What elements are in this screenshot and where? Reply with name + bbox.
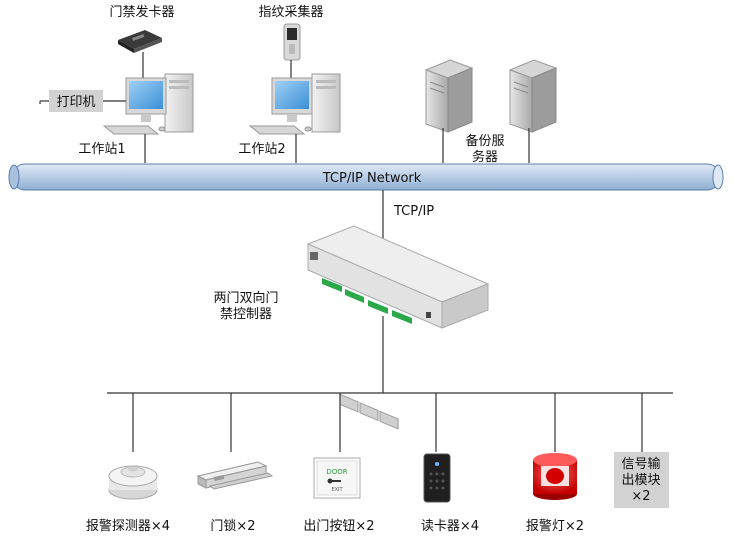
alarm-light-icon — [533, 453, 577, 500]
workstation-2-label: 工作站2 — [238, 142, 285, 157]
card-issuer-label: 门禁发卡器 — [109, 4, 174, 20]
printer-label: 打印机 — [56, 95, 95, 110]
fingerprint-reader-device — [283, 23, 301, 61]
magnetic-lock-icon — [196, 461, 274, 490]
network-bus-label: TCP/IP Network — [322, 171, 422, 186]
tcp-ip-link-label: TCP/IP — [393, 204, 434, 219]
backup-server-2 — [508, 59, 558, 133]
controller-label-line2: 禁控制器 — [220, 307, 272, 322]
signal-output-module — [614, 452, 669, 508]
exit-button-icon: DOOR EXIT — [313, 457, 361, 499]
controller-label-line1: 两门双向门 — [213, 290, 278, 306]
signal-module-line3: ×2 — [631, 489, 650, 504]
card-reader-icon — [423, 453, 451, 503]
device-label-door-lock: 门锁×2 — [210, 518, 255, 534]
workstation-2-computer — [248, 73, 341, 135]
device-label-card-reader: 读卡器×4 — [421, 519, 479, 534]
workstation-1-computer — [102, 73, 194, 135]
device-label-alarm-light: 报警灯×2 — [526, 518, 584, 534]
card-issuer-device — [118, 30, 162, 53]
device-label-alarm-detector: 报警探测器×4 — [86, 518, 170, 534]
exit-button-bottom-text: EXIT — [331, 487, 343, 493]
signal-module-line2: 出模块 — [621, 473, 660, 488]
exit-button-top-text: DOOR — [326, 468, 347, 476]
backup-server-1 — [424, 59, 474, 133]
alarm-detector-icon — [108, 465, 158, 500]
server-label-line2: 务器 — [472, 149, 498, 165]
workstation-1-label: 工作站1 — [78, 142, 125, 157]
signal-module-line1: 信号输 — [621, 456, 660, 472]
server-label-line1: 备份服 — [465, 133, 504, 149]
fingerprint-label: 指纹采集器 — [258, 4, 323, 20]
network-bus — [8, 163, 724, 191]
printer-box — [49, 90, 103, 112]
door-controller-device — [306, 225, 490, 430]
device-label-exit-button: 出门按钮×2 — [303, 519, 374, 534]
